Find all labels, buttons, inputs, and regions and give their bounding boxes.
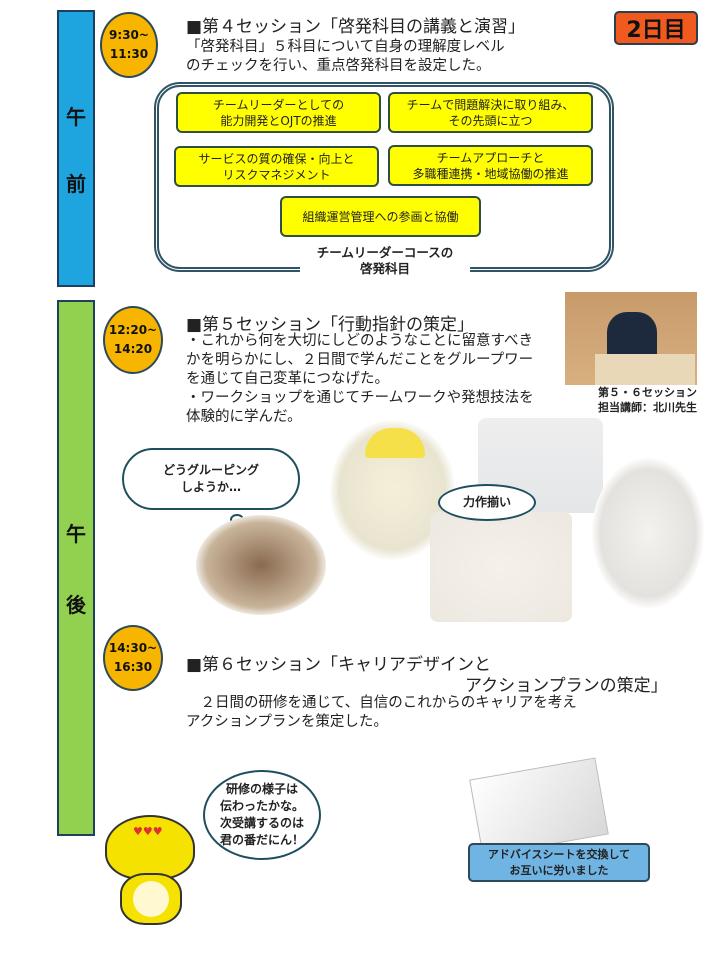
session4-title: ■第４セッション「啓発科目の講義と演習」	[186, 17, 526, 37]
poster-mascot-drawing	[365, 428, 425, 458]
poster-label-bubble: 力作揃い	[438, 484, 536, 521]
subject-line: 能力開発とOJTの推進	[220, 113, 337, 128]
morning-bar: 午 前	[57, 10, 95, 287]
subject-line: リスクマネジメント	[222, 167, 331, 182]
session6-title: ■第６セッション「キャリアデザインと	[186, 655, 492, 675]
time-end: 11:30	[109, 47, 149, 61]
bubble-line: しようか…	[180, 480, 241, 494]
speech-line: 伝わったかな。	[219, 799, 304, 813]
mascot-hearts-icon: ♥♥♥	[133, 825, 163, 838]
caption-line: 第５・６セッション	[598, 386, 697, 399]
speech-line: 研修の様子は	[225, 782, 298, 796]
subject-line: 多職種連携・地域協働の推進	[412, 166, 569, 181]
session5-body-line: を通じて自己変革につなげた。	[186, 371, 389, 387]
subject-line: 組織運営管理への参画と協働	[302, 209, 459, 224]
time-end: 14:20	[113, 342, 153, 356]
day-badge: 2日目	[614, 11, 698, 45]
subjects-frame-label: チームリーダーコースの啓発科目	[300, 245, 470, 277]
instructor-caption: 第５・６セッション担当講師：北川先生	[598, 385, 697, 415]
frame-label-line: 啓発科目	[359, 261, 410, 276]
session5-title: ■第５セッション「行動指針の策定」	[186, 315, 475, 335]
poster-photo	[430, 512, 572, 622]
session5-body-line: ・ワークショップを通じてチームワークや発想技法を	[186, 390, 534, 406]
caption-line: 担当講師：北川先生	[598, 401, 697, 414]
time-circle-session5: 12:20~ 14:20	[103, 306, 163, 374]
subject-box: サービスの質の確保・向上とリスクマネジメント	[174, 146, 379, 187]
mascot-character: ♥♥♥	[105, 815, 205, 930]
subject-line: チームリーダーとしての	[212, 97, 345, 112]
advice-caption-box: アドバイスシートを交換してお互いに労いました	[468, 843, 650, 882]
subject-box: 組織運営管理への参画と協働	[280, 196, 481, 237]
caption-line: アドバイスシートを交換して	[487, 847, 631, 861]
subject-line: チームアプローチと	[436, 150, 545, 165]
morning-bar-char: 前	[66, 171, 86, 196]
frame-label-line: チームリーダーコースの	[316, 245, 454, 260]
time-circle-session6: 14:30~ 16:30	[103, 625, 163, 691]
mascot-speech-bubble: 研修の様子は伝わったかな。次受講するのは君の番だにん！	[203, 770, 321, 860]
session5-body-line: かを明らかにし、２日間で学んだことをグループワー	[186, 352, 534, 368]
speech-line: 次受講するのは	[219, 816, 304, 830]
caption-line: お互いに労いました	[509, 863, 609, 877]
session5-body-line: 体験的に学んだ。	[186, 409, 302, 425]
bubble-line: どうグルーピング	[162, 463, 259, 477]
time-start: 12:20~	[108, 323, 158, 337]
session6-title-line2: アクションプランの策定」	[465, 676, 668, 696]
time-start: 14:30~	[108, 641, 158, 655]
subject-line: チームで問題解決に取り組み、	[406, 97, 575, 112]
session6-body-line: アクションプランを策定した。	[186, 714, 388, 730]
subject-box: チームで問題解決に取り組み、その先頭に立つ	[388, 92, 593, 133]
subject-line: サービスの質の確保・向上と	[198, 151, 355, 166]
advice-sheet-photo	[469, 757, 609, 857]
instructor-photo	[565, 292, 697, 385]
podium	[595, 354, 695, 385]
group-work-photo	[196, 515, 326, 615]
session6-body-line: ２日間の研修を通じて、自信のこれからのキャリアを考え	[186, 695, 577, 711]
afternoon-bar-char: 午	[66, 522, 86, 546]
afternoon-bar: 午 後	[57, 300, 95, 836]
time-start: 9:30~	[109, 28, 149, 42]
session5-body-line: ・これから何を大切にしどのようなことに留意すべき	[186, 333, 533, 349]
morning-bar-char: 午	[66, 104, 86, 129]
time-end: 16:30	[113, 660, 153, 674]
afternoon-bar-char: 後	[66, 593, 86, 617]
session4-body-line: 「啓発科目」５科目について自身の理解度レベル	[186, 39, 505, 55]
poster-photo	[592, 458, 704, 608]
session4-body-line: のチェックを行い、重点啓発科目を設定した。	[186, 58, 491, 74]
mascot-belly	[133, 881, 169, 917]
subject-box: チームリーダーとしての能力開発とOJTの推進	[176, 92, 381, 133]
subject-box: チームアプローチと多職種連携・地域協働の推進	[388, 145, 593, 186]
subject-line: その先頭に立つ	[448, 113, 533, 128]
speech-line: 君の番だにん！	[219, 833, 304, 847]
time-circle-session4: 9:30~ 11:30	[100, 12, 158, 78]
poster-label: 力作揃い	[462, 495, 511, 509]
thought-bubble: どうグルーピングしようか…	[122, 448, 300, 510]
